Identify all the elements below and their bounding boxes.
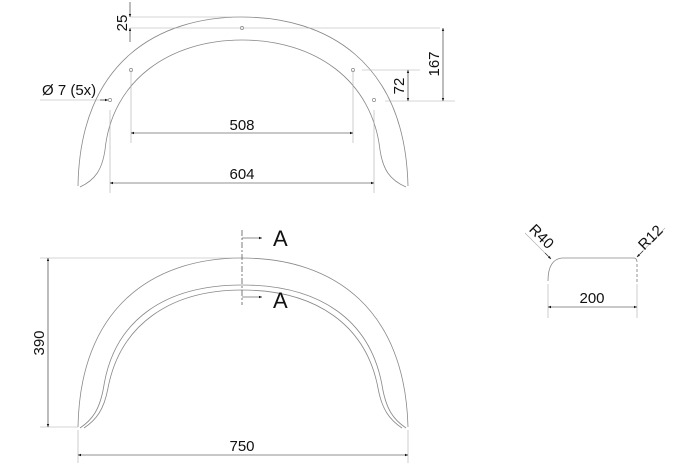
dim-72-label: 72 bbox=[391, 78, 408, 95]
side-view: A A 390 750 bbox=[31, 226, 409, 463]
fender-outer-profile bbox=[77, 257, 409, 428]
mount-hole bbox=[372, 98, 376, 102]
top-view: 25 167 72 508 604 Ø 7 (5x) bbox=[40, 2, 455, 193]
section-view: R40 R12 200 bbox=[524, 221, 667, 318]
fender-inner-edge bbox=[79, 39, 407, 188]
fender-outer-edge bbox=[77, 16, 409, 187]
hole-note: Ø 7 (5x) bbox=[42, 82, 96, 99]
dim-167-label: 167 bbox=[426, 51, 443, 76]
dim-604-label: 604 bbox=[229, 166, 254, 183]
dim-390-label: 390 bbox=[31, 330, 48, 355]
section-profile bbox=[547, 257, 638, 282]
dim-750-label: 750 bbox=[229, 438, 254, 455]
dim-25-label: 25 bbox=[114, 15, 131, 32]
mount-hole bbox=[108, 98, 112, 102]
radius-left-label: R40 bbox=[525, 221, 556, 252]
section-label-bottom: A bbox=[273, 288, 288, 313]
dim-508-label: 508 bbox=[229, 117, 254, 134]
radius-right-label: R12 bbox=[635, 222, 666, 253]
fender-inner-profile bbox=[79, 284, 407, 429]
dim-200-label: 200 bbox=[579, 290, 604, 307]
section-label-top: A bbox=[273, 226, 288, 251]
fender-inner-profile-edge bbox=[83, 289, 403, 429]
